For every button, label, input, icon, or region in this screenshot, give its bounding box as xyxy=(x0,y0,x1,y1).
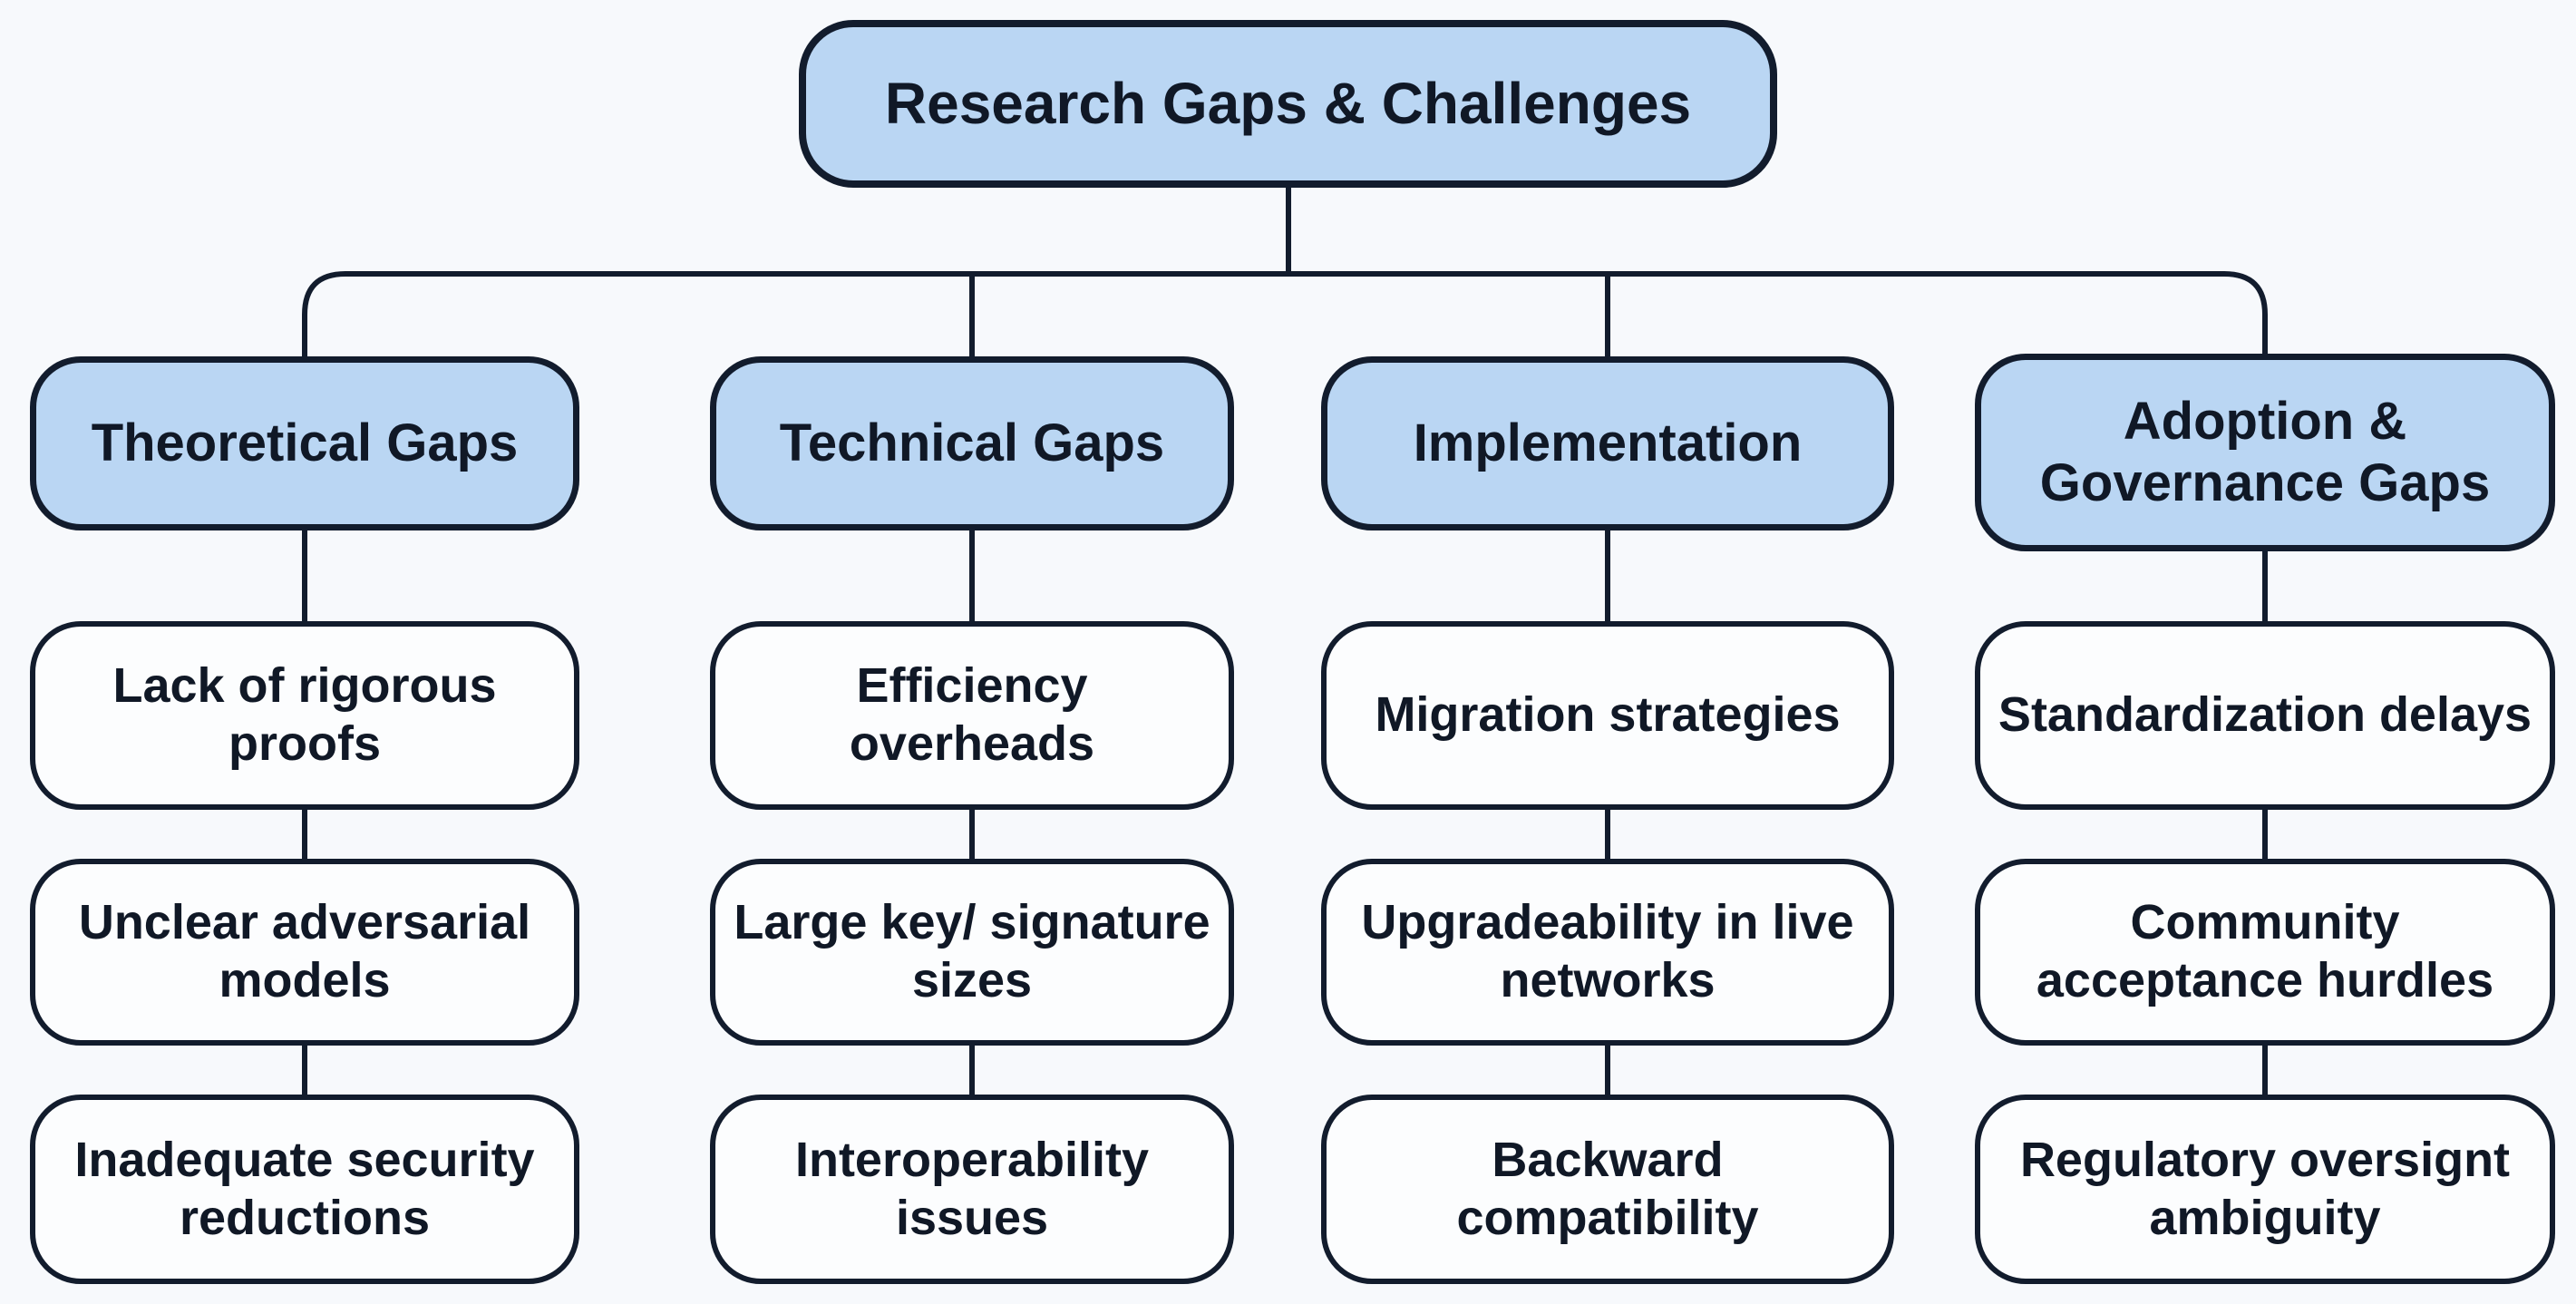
leaf-node-regulatory-oversignt-ambiguity: Regulatory oversignt ambiguity xyxy=(1975,1095,2555,1284)
leaf-node-label: Migration strategies xyxy=(1375,687,1841,743)
branch-node-theoretical-gaps: Theoretical Gaps xyxy=(30,356,579,530)
leaf-node-label: Regulatory oversignt ambiguity xyxy=(2019,1132,2511,1245)
leaf-node-migration-strategies: Migration strategies xyxy=(1321,621,1894,810)
leaf-node-label: Standardization delays xyxy=(1998,687,2532,743)
leaf-node-standardization-delays: Standardization delays xyxy=(1975,621,2555,810)
bus-connector xyxy=(302,271,2268,363)
leaf-node-label: Backward compatibility xyxy=(1456,1132,1759,1245)
leaf-node-upgradeability-in-live-networks: Upgradeability in live networks xyxy=(1321,859,1894,1046)
branch-node-adoption-governance-gaps: Adoption & Governance Gaps xyxy=(1975,354,2555,551)
root-node: Research Gaps & Challenges xyxy=(799,20,1777,188)
leaf-node-inadequate-security-reductions: Inadequate security reductions xyxy=(30,1095,579,1284)
leaf-node-efficiency-overheads: Efficiency overheads xyxy=(710,621,1234,810)
leaf-node-label: Upgradeability in live networks xyxy=(1361,895,1854,1007)
leaf-node-label: Efficiency overheads xyxy=(849,658,1095,771)
leaf-node-label: Unclear adversarial models xyxy=(78,895,531,1007)
branch-node-label: Technical Gaps xyxy=(779,413,1165,472)
leaf-node-community-acceptance-hurdles: Community acceptance hurdles xyxy=(1975,859,2555,1046)
branch-node-technical-gaps: Technical Gaps xyxy=(710,356,1234,530)
root-node-label: Research Gaps & Challenges xyxy=(884,70,1692,136)
leaf-node-backward-compatibility: Backward compatibility xyxy=(1321,1095,1894,1284)
leaf-node-interoperability-issues: Interoperability issues xyxy=(710,1095,1234,1284)
branch-node-label: Implementation xyxy=(1413,413,1803,472)
leaf-node-label: Large key/ signature sizes xyxy=(734,895,1210,1007)
leaf-node-label: Inadequate security reductions xyxy=(74,1132,535,1245)
leaf-node-label: Lack of rigorous proofs xyxy=(112,658,497,771)
branch-node-label: Theoretical Gaps xyxy=(91,413,519,472)
leaf-node-unclear-adversarial-models: Unclear adversarial models xyxy=(30,859,579,1046)
leaf-node-label: Interoperability issues xyxy=(794,1132,1150,1245)
leaf-node-label: Community acceptance hurdles xyxy=(2036,895,2494,1007)
leaf-node-lack-of-rigorous-proofs: Lack of rigorous proofs xyxy=(30,621,579,810)
branch-node-implementation: Implementation xyxy=(1321,356,1894,530)
branch-node-label: Adoption & Governance Gaps xyxy=(2039,391,2491,512)
leaf-node-large-key-signature-sizes: Large key/ signature sizes xyxy=(710,859,1234,1046)
